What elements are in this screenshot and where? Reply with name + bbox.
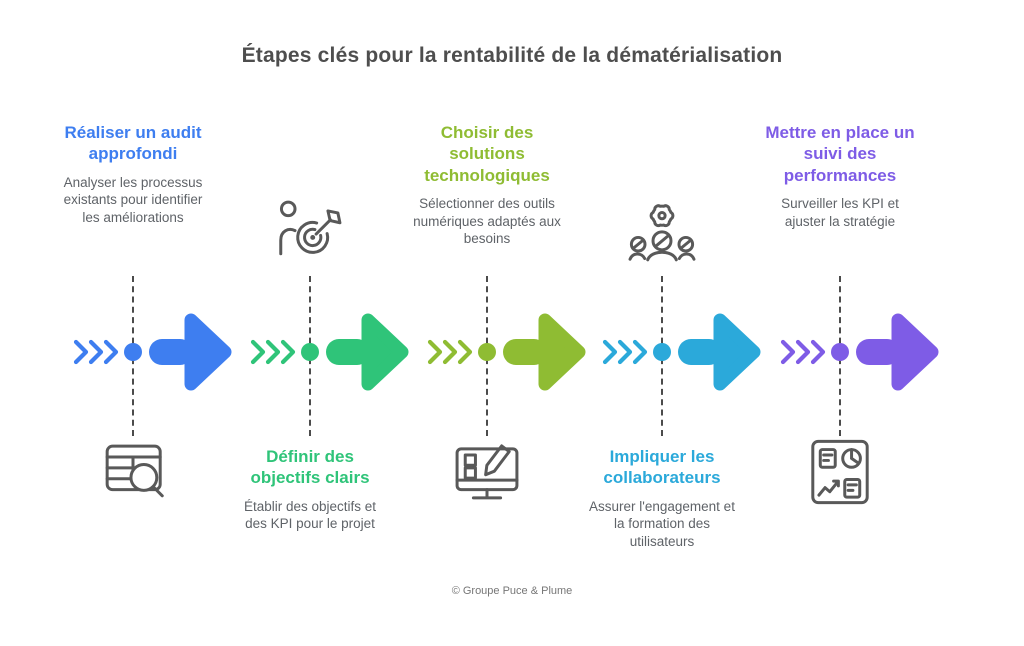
step-3: Choisir des solutions technologiques Sél… <box>392 110 586 590</box>
timeline-dot <box>124 343 142 361</box>
step-title: Choisir des solutions technologiques <box>424 123 550 185</box>
step-2-text: Définir des objectifs clairs Établir des… <box>232 446 388 533</box>
step-title: Réaliser un audit approfondi <box>64 123 202 164</box>
team-gear-icon <box>628 198 696 266</box>
step-4-text: Impliquer les collaborateurs Assurer l'e… <box>584 446 740 551</box>
step-3-text: Choisir des solutions technologiques Sél… <box>409 122 565 248</box>
timeline-dot <box>653 343 671 361</box>
big-right-arrow-icon <box>149 313 232 391</box>
step-description: Établir des objectifs et des KPI pour le… <box>243 498 377 532</box>
step-5-text: Mettre en place un suivi des performance… <box>762 122 918 230</box>
triple-chevron-right-icon <box>602 339 648 365</box>
step-title: Définir des objectifs clairs <box>250 447 370 488</box>
step-description: Assurer l'engagement et la formation des… <box>589 498 735 550</box>
person-target-icon <box>276 198 344 266</box>
step-description: Analyser les processus existants pour id… <box>63 174 203 226</box>
step-description: Sélectionner des outils numériques adapt… <box>413 195 561 247</box>
big-right-arrow-icon <box>503 313 586 391</box>
step-4: Impliquer les collaborateurs Assurer l'e… <box>567 110 761 590</box>
performance-dashboard-icon <box>806 438 874 506</box>
monitor-pencil-icon <box>453 438 521 506</box>
triple-chevron-right-icon <box>427 339 473 365</box>
step-title: Mettre en place un suivi des performance… <box>765 123 915 185</box>
table-magnifier-icon <box>99 438 167 506</box>
timeline-dot <box>478 343 496 361</box>
step-title: Impliquer les collaborateurs <box>603 447 721 488</box>
timeline-dot <box>831 343 849 361</box>
step-1-text: Réaliser un audit approfondi Analyser le… <box>55 122 211 227</box>
big-right-arrow-icon <box>678 313 761 391</box>
triple-chevron-right-icon <box>250 339 296 365</box>
big-right-arrow-icon <box>326 313 409 391</box>
step-1: Réaliser un audit approfondi Analyser le… <box>38 110 232 590</box>
page-title: Étapes clés pour la rentabilité de la dé… <box>241 44 783 67</box>
big-right-arrow-icon <box>856 313 939 391</box>
triple-chevron-right-icon <box>73 339 119 365</box>
triple-chevron-right-icon <box>780 339 826 365</box>
footer-credit: © Groupe Puce & Plume <box>451 585 573 597</box>
timeline-dot <box>301 343 319 361</box>
step-5: Mettre en place un suivi des performance… <box>745 110 939 590</box>
step-description: Surveiller les KPI et ajuster la stratég… <box>781 195 899 229</box>
step-2: Définir des objectifs clairs Établir des… <box>215 110 409 590</box>
